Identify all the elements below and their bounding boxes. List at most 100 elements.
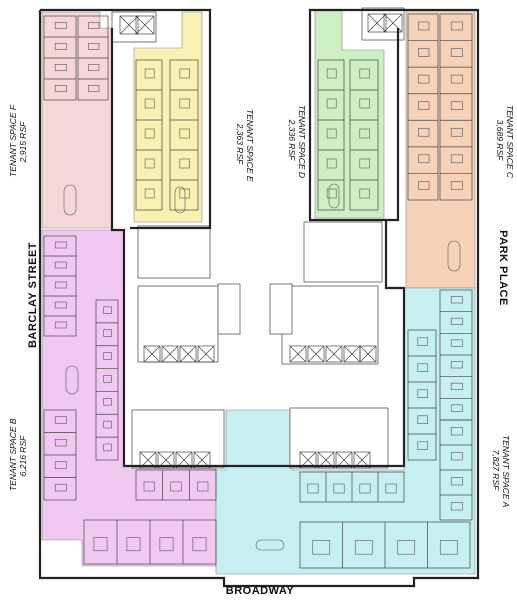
tenant-zone-e[interactable] [133,11,203,223]
desk [103,443,112,452]
desk [450,48,463,57]
desk [326,98,337,109]
hatch-line [383,13,403,33]
tenant-zone-b[interactable] [41,229,217,567]
desk [326,128,337,139]
hatch-line [197,345,215,363]
desk [450,154,463,164]
hatch-box [335,451,353,469]
desk [179,68,190,79]
office-bank [407,13,439,201]
tenant-e-area: 2,363 RSF [235,123,245,165]
hatch-line [161,345,179,363]
exterior-walls [38,8,480,588]
tenant-zone-f[interactable] [41,11,113,229]
desk [359,128,370,139]
street-label-west: BARCLAY STREET [27,241,39,349]
hatch-box [193,451,211,469]
office-bank [407,329,437,461]
desk [179,128,190,139]
desk [450,101,463,110]
desk [359,98,370,109]
hatch-line [343,345,361,363]
desk [450,404,463,412]
desk [450,361,463,369]
desk [88,21,100,29]
hatch-line [359,345,377,363]
desk [450,181,463,190]
office-partitions [43,13,473,569]
desk [450,127,463,137]
desk [417,441,428,450]
conference-table [174,186,186,214]
desk [450,427,463,436]
hatch-line [325,345,343,363]
tenant-zone-c[interactable] [405,9,476,289]
office-bank [43,235,77,337]
desk [103,375,112,383]
desk [54,321,67,329]
street-label-south: BROADWAY [225,585,295,597]
desk [359,68,370,79]
desk [144,68,155,79]
desk [397,540,416,555]
desk [144,128,155,139]
desk [179,158,190,169]
tenant-c-area: 3,689 RSF [495,119,505,161]
office-bank [135,469,217,501]
desk [417,363,428,372]
office-bank [317,59,345,211]
desk [359,158,370,169]
hatch-line [119,15,139,35]
desk [93,537,108,552]
desk [418,21,430,31]
conference-table [255,539,285,551]
tenant-d-name: TENANT SPACE D [297,105,307,179]
tenant-e-name: TENANT SPACE E [245,109,255,182]
desk [359,188,370,199]
desk [354,540,373,555]
tenant-zone-a[interactable] [215,287,476,575]
hatch-box [317,451,335,469]
hatch-box [179,345,197,363]
tenant-zone-d[interactable] [314,9,385,219]
desk [54,301,67,309]
hatch-box [353,451,371,469]
desk [418,48,430,57]
desk [88,64,100,71]
desk [418,181,430,190]
tenant-a-name: TENANT SPACE A [501,435,511,508]
furniture [54,21,463,555]
hatch-box [119,15,139,35]
conference-table [447,240,461,272]
office-bank [439,13,473,201]
desk [417,389,428,398]
desk [450,502,463,511]
desk [54,483,67,492]
tenant-label-c: TENANT SPACE C 3,689 RSF [495,105,515,179]
tenant-f-area: 2,915 RSF [18,121,28,163]
desk [326,68,337,79]
desk [54,438,67,447]
desk [54,461,67,469]
tenant-b-area: 6,216 RSF [18,435,28,477]
desk [333,483,345,494]
desk [143,481,155,492]
desk [159,537,174,552]
desk [179,98,190,109]
hatch-line [307,345,325,363]
desk [54,64,67,71]
desk [144,98,155,109]
desk [450,317,463,325]
tenant-c-name: TENANT SPACE C [505,105,515,179]
hatch-box [367,13,387,33]
desk [144,188,155,199]
desk [450,74,463,84]
hatch-line [143,345,161,363]
desk [418,154,430,164]
desk [54,416,67,424]
tenant-label-f: TENANT SPACE F 2,915 RSF [8,105,28,177]
tenant-label-a: TENANT SPACE A 7,827 RSF [491,435,511,508]
hatch-line [179,345,197,363]
